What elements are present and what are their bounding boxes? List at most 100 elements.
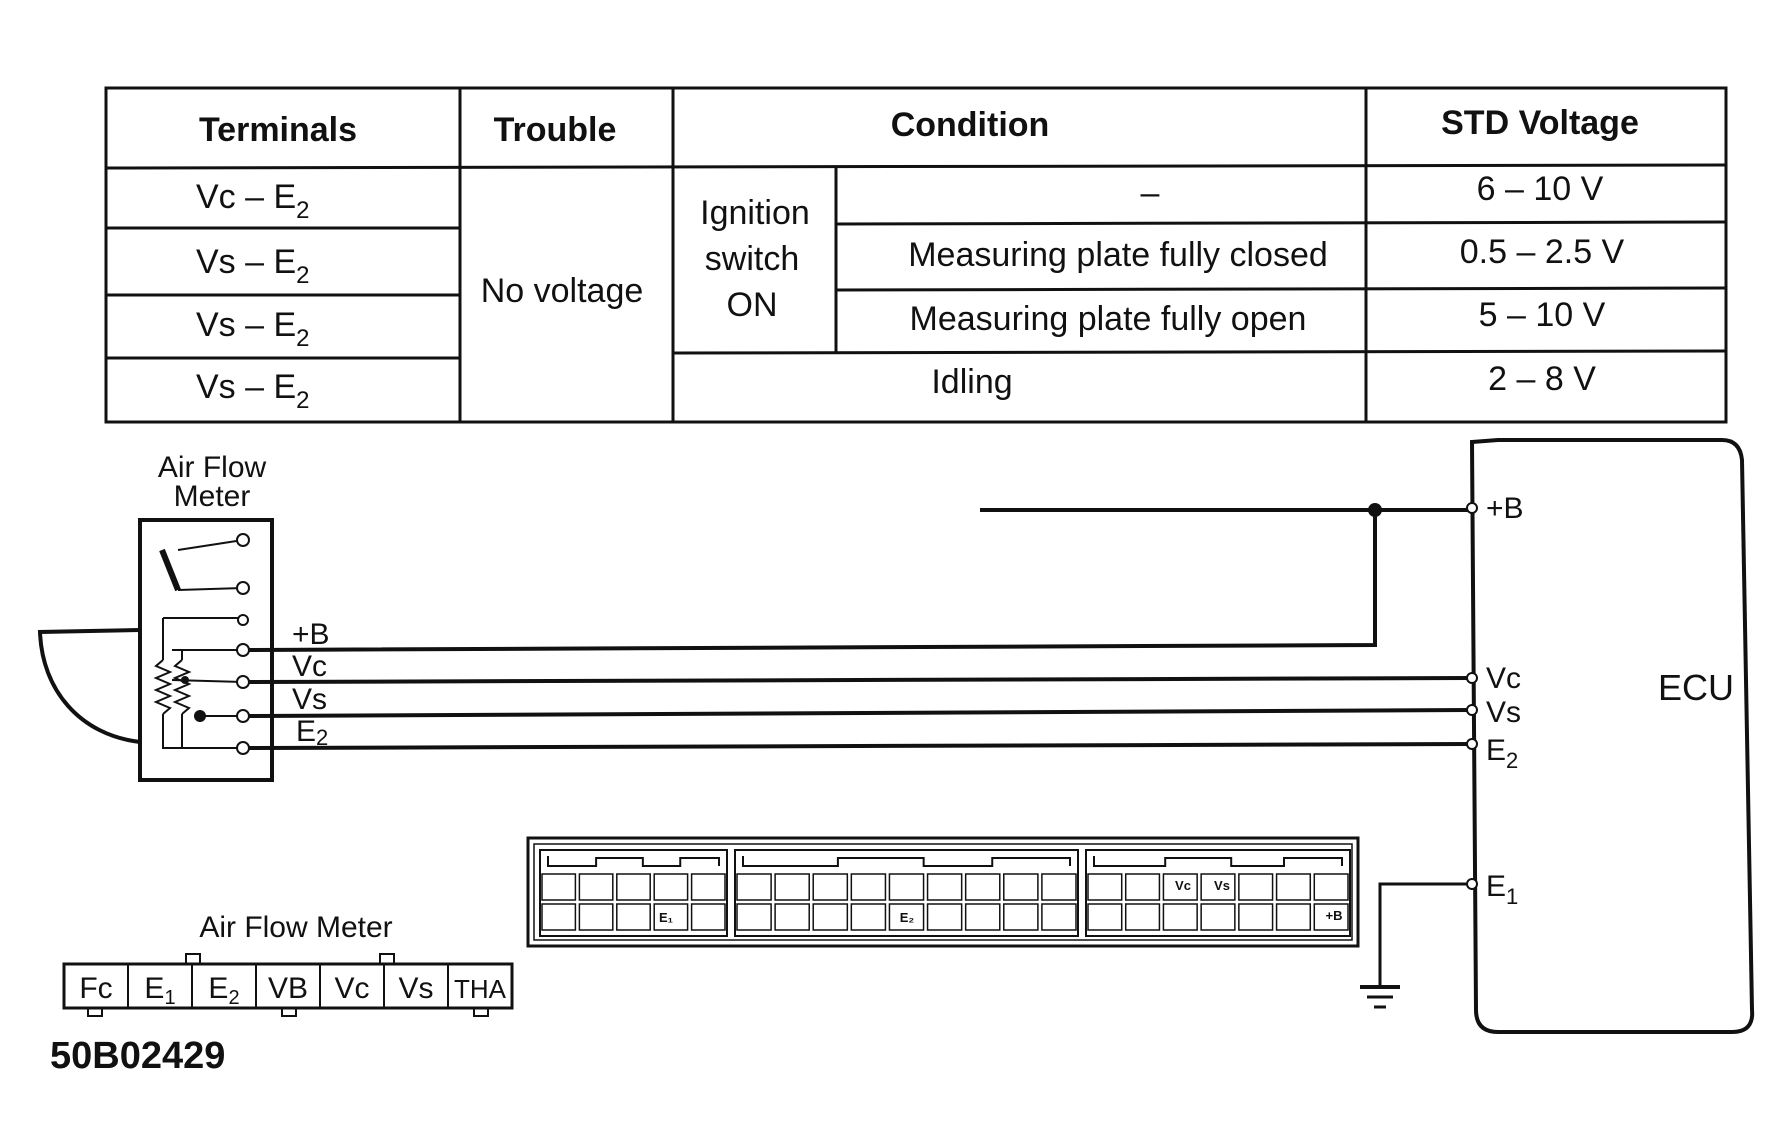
connector-cavity — [653, 903, 689, 931]
connector-cavity — [653, 873, 689, 901]
connector-cavity — [1275, 873, 1312, 901]
connector-cavity — [1238, 873, 1274, 901]
ecu-pin-vc: Vc — [1486, 662, 1521, 695]
connector-block — [734, 849, 1079, 937]
connector-block — [1085, 849, 1351, 937]
ecu-pin-b: +B — [1486, 492, 1524, 525]
condition-group-line-3: ON — [727, 286, 778, 324]
connector-cavity — [578, 903, 614, 931]
voltage-table: Terminals Trouble Condition STD Voltage … — [104, 86, 1728, 424]
wiring-harness — [248, 503, 1471, 1009]
connector-cavity — [888, 873, 925, 901]
connector-cavity — [1275, 903, 1312, 931]
afm-connector-pin: Vs — [398, 972, 433, 1005]
sub-condition-4: Idling — [931, 363, 1012, 401]
connector-cavity — [616, 873, 651, 901]
header-std-voltage: STD Voltage — [1441, 104, 1639, 142]
condition-group-line-2: switch — [705, 240, 799, 278]
connector-cavity — [1200, 903, 1236, 931]
connector-pin-e2: E₂ — [900, 910, 915, 925]
afm-wire-label-b: +B — [292, 618, 330, 651]
connector-cavity — [541, 903, 577, 931]
afm-wire-label-e2: E2 — [296, 715, 328, 750]
connector-cavity — [1162, 903, 1198, 931]
connector-cavity — [964, 903, 1001, 931]
voltage-cell-2: 0.5 – 2.5 V — [1460, 233, 1625, 271]
afm-connector-pin: E1 — [144, 972, 175, 1009]
afm-title-line-2: Meter — [174, 480, 251, 513]
connector-cavity — [1238, 903, 1274, 931]
connector-cavity — [1041, 873, 1077, 901]
afm-connector-pin: THA — [454, 974, 507, 1004]
connector-cavity — [1041, 903, 1077, 931]
connector-cavity — [1087, 903, 1123, 931]
air-flow-meter-schematic: Air Flow Meter +B Vc Vs E — [37, 451, 330, 782]
connector-cavity — [1124, 903, 1161, 931]
header-terminals: Terminals — [199, 111, 357, 149]
connector-cavity — [926, 903, 963, 931]
ecu-pin-vs: Vs — [1486, 696, 1521, 729]
connector-cavity — [850, 903, 887, 931]
terminal-cell-2: Vs – E2 — [196, 243, 310, 289]
afm-connector-pin: E2 — [208, 972, 239, 1009]
afm-connector-pin: Vc — [334, 972, 369, 1005]
header-condition: Condition — [891, 106, 1050, 144]
connector-cavity — [690, 903, 726, 931]
connector-cavity — [812, 903, 849, 931]
afm-wire-label-vs: Vs — [292, 683, 327, 716]
connector-cavity — [774, 873, 810, 901]
afm-connector-title: Air Flow Meter — [199, 911, 392, 944]
ecu-pin-e2: E2 — [1486, 734, 1518, 773]
connector-cavity — [1003, 903, 1039, 931]
terminal-cell-4: Vs – E2 — [196, 368, 310, 414]
connector-cavity — [1200, 873, 1236, 901]
voltage-cell-4: 2 – 8 V — [1488, 360, 1596, 398]
connector-cavity — [1162, 873, 1198, 901]
ecu-block: ECU +B Vc Vs E2 E1 — [1466, 438, 1755, 1034]
ecu-label: ECU — [1658, 667, 1734, 708]
trouble-cell: No voltage — [481, 272, 644, 310]
connector-cavity — [1124, 873, 1161, 901]
connector-pin-vs: Vs — [1214, 878, 1230, 893]
connector-cavity — [541, 873, 577, 901]
connector-cavity — [736, 903, 772, 931]
ecu-pin-e1: E1 — [1486, 870, 1518, 909]
connector-cavity — [690, 873, 726, 901]
connector-cavity — [812, 873, 849, 901]
connector-cavity — [1003, 873, 1039, 901]
sub-condition-2: Measuring plate fully closed — [908, 236, 1328, 274]
afm-connector-pin: Fc — [79, 972, 112, 1005]
connector-cavity — [578, 873, 614, 901]
terminal-cell-1: Vc – E2 — [196, 178, 310, 224]
connector-key — [1093, 856, 1343, 867]
afm-connector-pin: VB — [268, 972, 308, 1005]
connector-key — [547, 856, 720, 867]
terminal-cell-3: Vs – E2 — [196, 306, 310, 352]
header-trouble: Trouble — [494, 111, 617, 149]
sub-condition-3: Measuring plate fully open — [910, 300, 1307, 338]
figure-code: 50B02429 — [50, 1035, 225, 1077]
connector-cavity — [774, 903, 810, 931]
sub-condition-1: – — [1141, 174, 1160, 212]
afm-wire-label-vc: Vc — [292, 650, 327, 683]
connector-block — [539, 849, 728, 937]
connector-pin-e1: E₁ — [659, 910, 673, 925]
connector-cavity — [1087, 873, 1123, 901]
connector-cavity — [850, 873, 887, 901]
afm-title-line-1: Air Flow — [158, 451, 267, 484]
connector-key — [742, 856, 1071, 867]
connector-cavity — [926, 873, 963, 901]
connector-pin-b: +B — [1326, 908, 1343, 923]
connector-cavity — [736, 873, 772, 901]
connector-cavity — [964, 873, 1001, 901]
condition-group-line-1: Ignition — [700, 194, 810, 232]
voltage-cell-1: 6 – 10 V — [1477, 170, 1604, 208]
afm-connector: Air Flow Meter Fc E1 E2 VB Vc Vs THA — [62, 911, 514, 1017]
connector-cavity — [616, 903, 651, 931]
ecu-connector: E₁ E₂ Vc Vs +B — [526, 836, 1360, 948]
connector-cavity — [888, 903, 925, 931]
connector-pin-vc: Vc — [1175, 878, 1191, 893]
connector-cavity — [1313, 873, 1349, 901]
voltage-cell-3: 5 – 10 V — [1479, 296, 1606, 334]
